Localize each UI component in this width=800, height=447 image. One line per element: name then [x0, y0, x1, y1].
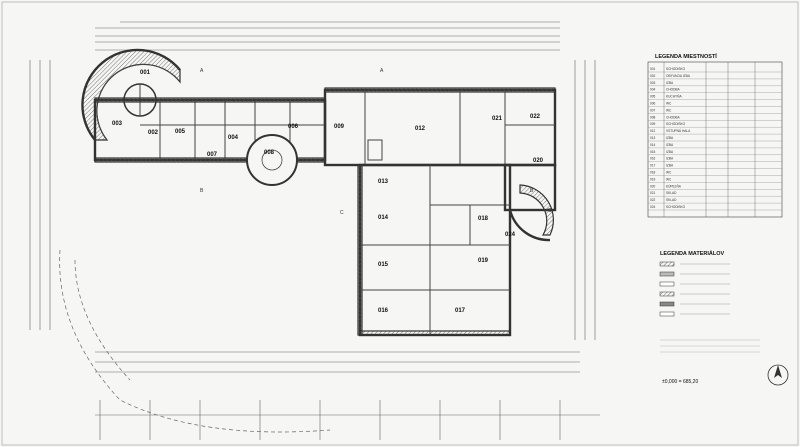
legend-room-number: 003 — [650, 81, 656, 85]
room-014: 014 — [378, 215, 389, 221]
room-legend-title: LEGENDA MIESTNOSTÍ — [655, 52, 717, 60]
room-021: 021 — [492, 116, 503, 122]
room-009: 009 — [334, 124, 345, 130]
section-a-left: A — [200, 68, 204, 74]
legend-room-number: 008 — [650, 115, 656, 119]
room-006: 006 — [288, 124, 299, 130]
left-dimensions — [29, 60, 51, 330]
legend-room-number: 009 — [650, 122, 656, 126]
legend-room-name: SKLAD — [666, 191, 677, 195]
legend-room-number: 018 — [650, 171, 656, 175]
legend-room-number: 016 — [650, 157, 656, 161]
section-c-mid: C — [340, 210, 344, 216]
legend-room-name: WC — [666, 102, 672, 106]
room-005: 005 — [175, 129, 186, 135]
legend-room-name: IZBA — [666, 150, 674, 154]
materials-legend-title: LEGENDA MATERIÁLOV — [660, 250, 724, 257]
room-022: 022 — [530, 114, 541, 120]
room-001: 001 — [140, 70, 151, 76]
legend-room-name: IZBA — [666, 164, 674, 168]
legend-room-name: SKLAD — [666, 198, 677, 202]
legend-room-name: SCHODISKO — [666, 205, 686, 209]
terrace-outline — [59, 249, 331, 433]
legend-room-number: 017 — [650, 164, 656, 168]
round-stair-right — [508, 184, 554, 242]
room-002: 002 — [148, 130, 159, 136]
section-c-right: C — [548, 208, 552, 214]
legend-room-name: CHODBA — [666, 88, 681, 92]
legend-room-number: 005 — [650, 95, 656, 99]
legend-room-number: 002 — [650, 74, 656, 78]
room-008: 008 — [264, 150, 275, 156]
round-stair-mid — [246, 134, 298, 186]
legend-room-number: 024 — [650, 205, 656, 209]
bottom-dimensions — [95, 351, 600, 416]
legend-room-name: IZBA — [666, 143, 674, 147]
legend-room-name: KÚPEĽŇA — [666, 183, 682, 188]
room-024: 024 — [505, 232, 516, 238]
room-019: 019 — [478, 258, 489, 264]
right-dimensions — [574, 60, 596, 340]
legend-room-number: 004 — [650, 88, 656, 92]
legend-room-number: 001 — [650, 67, 656, 71]
legend-room-number: 007 — [650, 108, 656, 112]
legend-room-number: 015 — [650, 150, 656, 154]
legend-room-number: 014 — [650, 143, 656, 147]
legend-room-number: 012 — [650, 129, 656, 133]
section-b-left: B — [200, 188, 204, 194]
materials-legend: LEGENDA MATERIÁLOV — [659, 250, 760, 353]
room-017: 017 — [455, 308, 466, 314]
elevation-note: ±0,000 = 685,20 — [662, 379, 698, 385]
legend-room-name: SCHODISKO — [666, 67, 686, 71]
room-labels: 001 002 003 004 005 006 007 008 009 012 … — [112, 70, 544, 314]
room-013: 013 — [378, 179, 389, 185]
legend-room-name: CHODBA — [666, 115, 681, 119]
legend-room-number: 006 — [650, 102, 656, 106]
section-b-right: B — [530, 188, 534, 194]
legend-room-name: WC — [666, 108, 672, 112]
room-016: 016 — [378, 308, 389, 314]
legend-room-number: 013 — [650, 136, 656, 140]
central-block-walls — [323, 87, 557, 167]
lower-wing-walls — [357, 163, 557, 337]
north-arrow-icon — [767, 364, 789, 386]
room-003: 003 — [112, 121, 123, 127]
legend-room-name: WC — [666, 171, 672, 175]
room-004: 004 — [228, 135, 239, 141]
legend-room-name: IZBA — [666, 157, 674, 161]
round-tower-left — [81, 48, 181, 141]
room-020: 020 — [533, 158, 544, 164]
legend-room-number: 022 — [650, 198, 656, 202]
room-015: 015 — [378, 262, 389, 268]
legend-room-number: 020 — [650, 184, 656, 188]
room-007: 007 — [207, 152, 218, 158]
legend-room-number: 021 — [650, 191, 656, 195]
legend-room-name: IZBA — [666, 136, 674, 140]
section-markers: A A B B C C — [200, 68, 552, 216]
legend-room-name: OBÝVACIA IZBA — [666, 74, 691, 78]
top-dimensions — [95, 21, 560, 51]
legend-room-name: WC — [666, 177, 672, 181]
legend-room-name: KUCHYŇA — [666, 95, 682, 99]
room-012: 012 — [415, 126, 426, 132]
legend-room-name: SCHODISKO — [666, 122, 686, 126]
room-018: 018 — [478, 216, 489, 222]
section-a-right: A — [380, 68, 384, 74]
legend-room-name: IZBA — [666, 81, 674, 85]
legend-room-name: VSTUPNÁ HALA — [666, 129, 691, 133]
grid-axes-bottom — [99, 400, 561, 440]
legend-room-number: 019 — [650, 177, 656, 181]
